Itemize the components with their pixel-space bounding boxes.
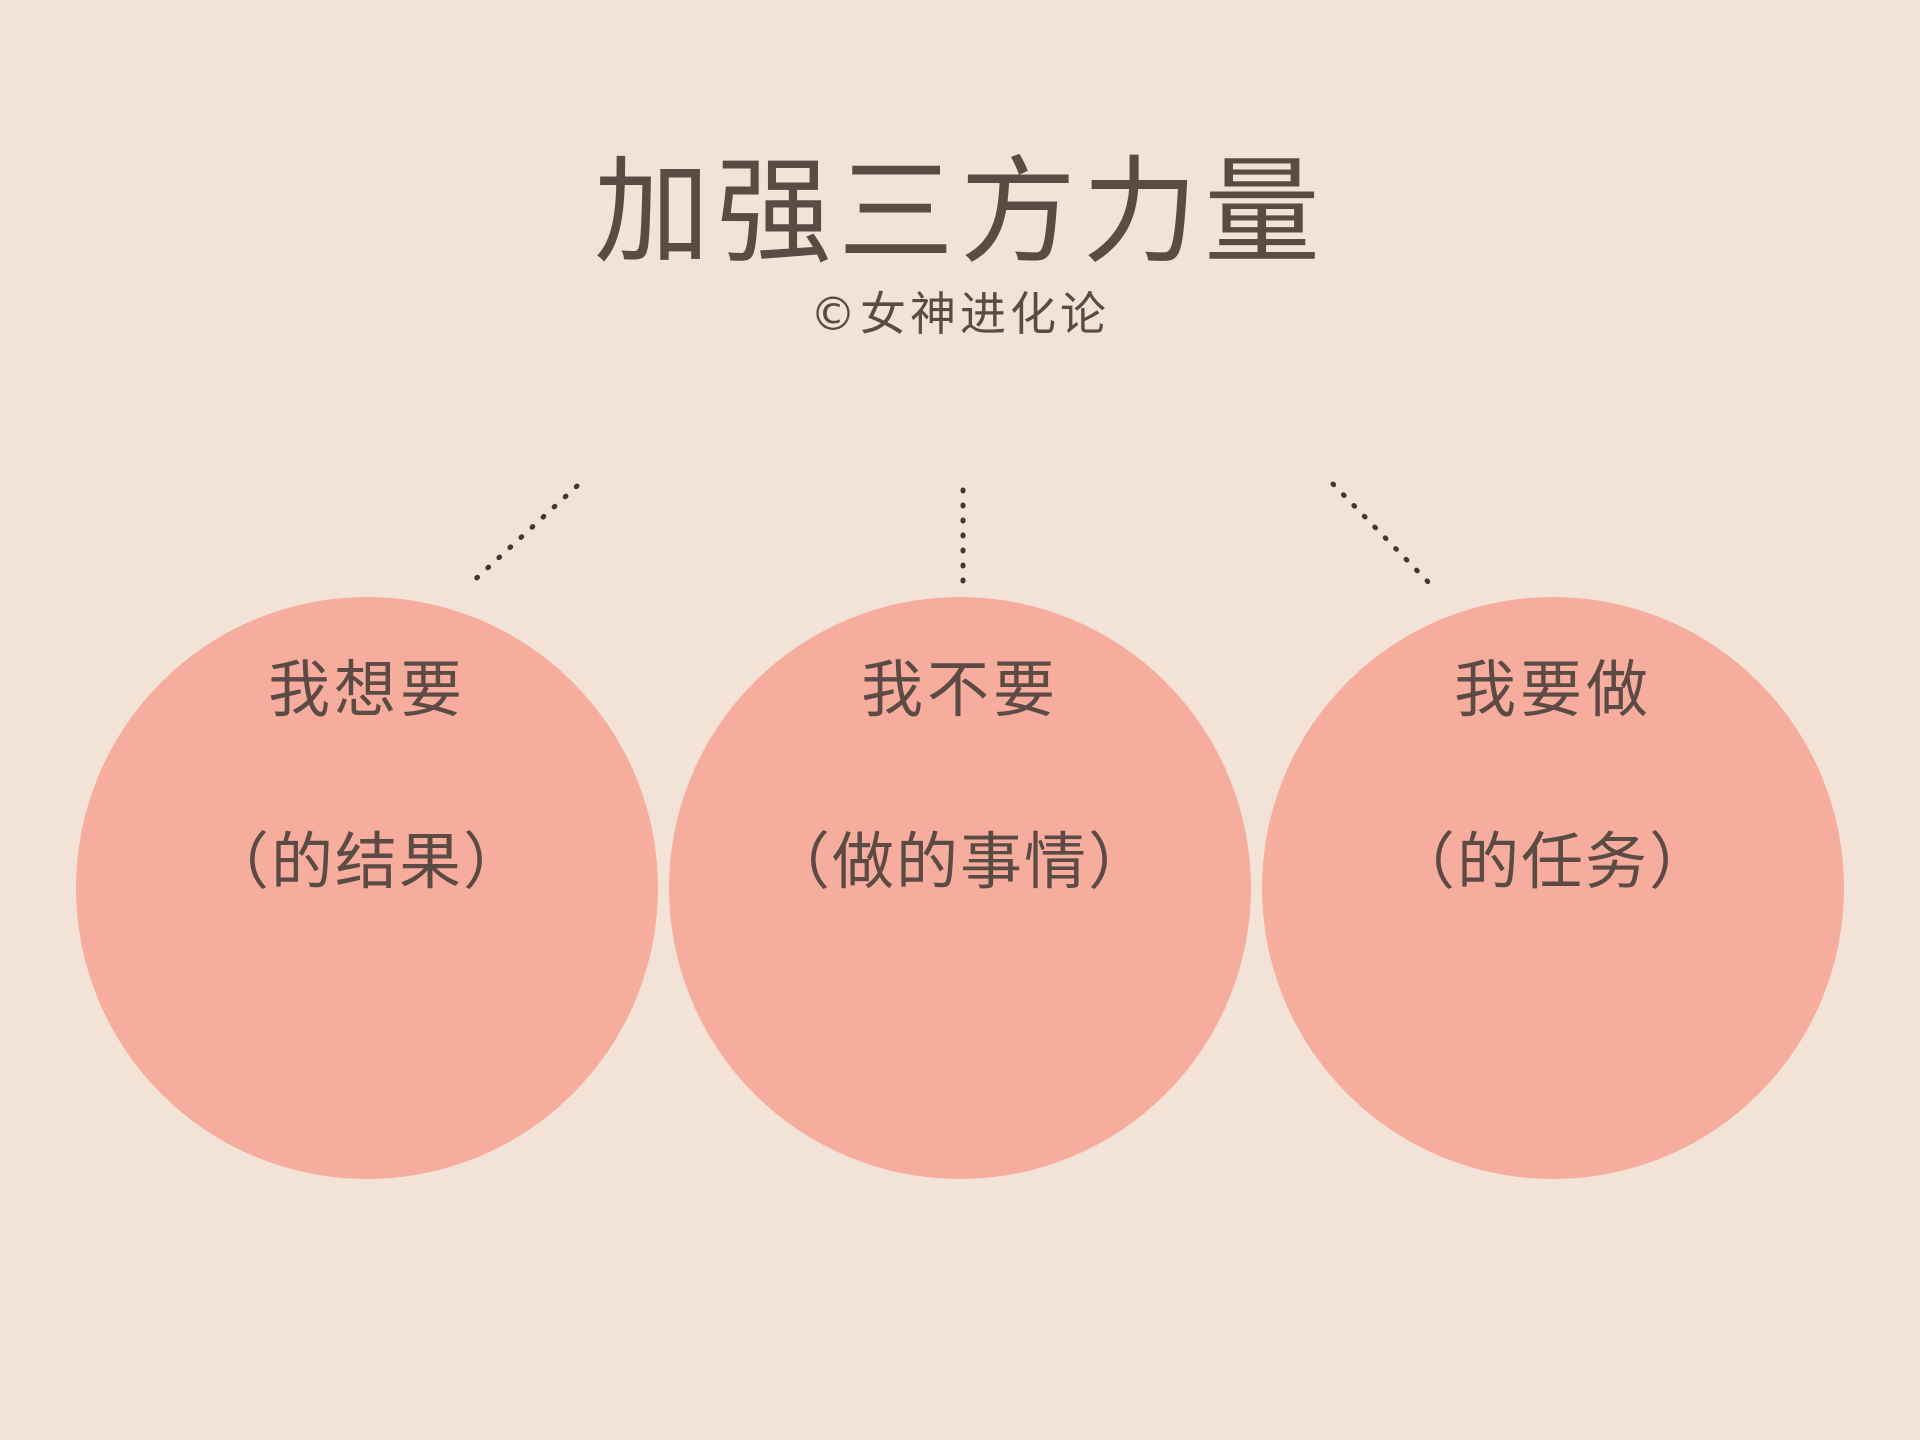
circle-i-will-do: 我要做 （的任务）	[1262, 597, 1844, 1179]
circle-i-will-do-label: 我要做	[1453, 653, 1652, 726]
circle-i-dont-want-label: 我不要	[860, 653, 1059, 726]
circle-i-dont-want-sublabel: （做的事情）	[767, 825, 1152, 898]
attribution-subtitle: ©女神进化论	[810, 287, 1110, 341]
circle-i-want: 我想要 （的结果）	[76, 597, 658, 1179]
circle-i-want-label: 我想要	[267, 653, 466, 726]
page-title: 加强三方力量	[594, 145, 1326, 280]
circle-i-dont-want: 我不要 （做的事情）	[669, 597, 1251, 1179]
dotted-connector-left	[465, 483, 580, 589]
circle-i-want-sublabel: （的结果）	[206, 825, 527, 898]
circle-i-will-do-sublabel: （的任务）	[1392, 825, 1713, 898]
dotted-connector-right	[1330, 481, 1435, 589]
